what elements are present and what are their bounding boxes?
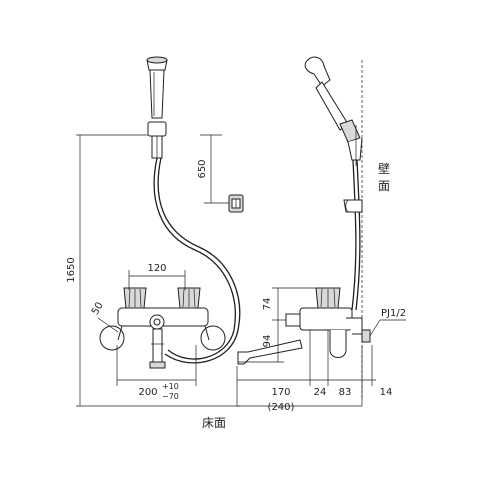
- side-mixer-body: [237, 287, 371, 365]
- dim-angle-offset: 50: [90, 300, 106, 317]
- dim-width: 200: [138, 387, 157, 398]
- dim-tolerance-plus: +10: [162, 382, 179, 391]
- front-shower-head: [146, 56, 168, 119]
- dim-body-offset: 24: [314, 387, 327, 398]
- label-floor: 床面: [202, 416, 226, 430]
- front-shower-hose: [153, 157, 236, 360]
- dim-spout-reach: 170: [271, 387, 290, 398]
- front-mixer-body: [99, 287, 226, 369]
- label-wall-top: 壁: [378, 161, 390, 176]
- front-shower-hook: [147, 121, 167, 159]
- dim-handle-height: 74: [262, 298, 273, 311]
- front-dimension-lines: [76, 134, 240, 407]
- dim-spout-height: 94: [262, 335, 273, 348]
- side-dimension-lines: [236, 287, 406, 407]
- side-wall-bracket: [343, 199, 363, 213]
- front-wall-bracket: [228, 194, 244, 213]
- side-shower-head: [304, 56, 363, 166]
- label-wall-bottom: 面: [378, 179, 390, 193]
- dim-reach-total: (240): [268, 402, 295, 413]
- dim-total-height: 1650: [66, 257, 77, 282]
- dim-wall-offset: 83: [339, 387, 352, 398]
- dim-wall-end: 14: [380, 387, 393, 398]
- dim-pipe-thread: PJ1/2: [381, 308, 406, 319]
- dim-hook-height: 650: [197, 159, 208, 178]
- dim-handle-spacing: 120: [147, 263, 166, 274]
- dim-tolerance-minus: −70: [162, 392, 179, 401]
